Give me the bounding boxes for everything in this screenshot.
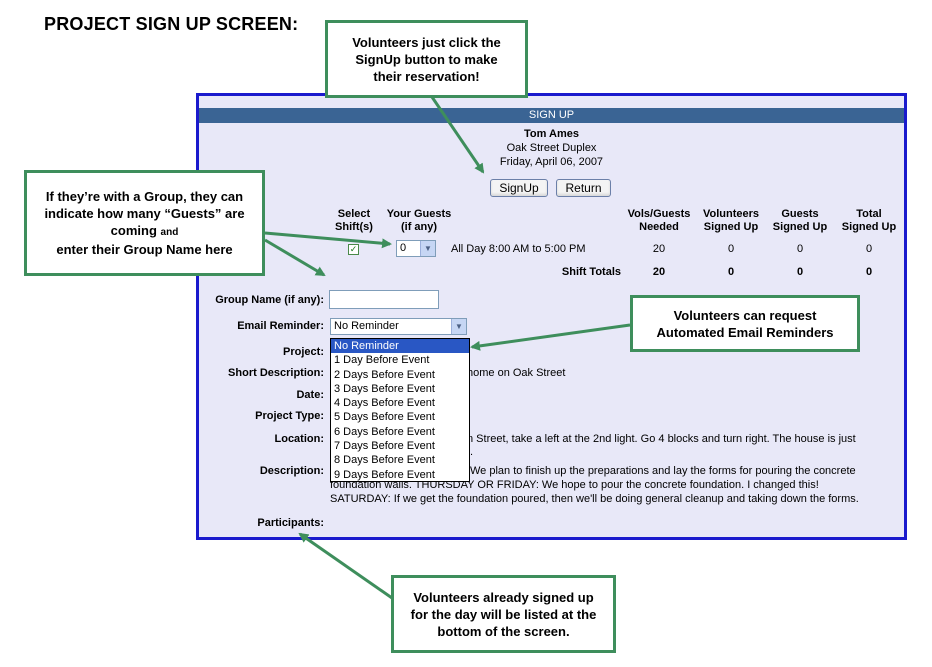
reminder-option[interactable]: No Reminder: [331, 339, 469, 354]
shift-checkbox[interactable]: ✓: [348, 244, 359, 255]
shift-totals-label: Shift Totals: [561, 266, 621, 278]
reminder-option[interactable]: 8 Days Before Event: [334, 454, 435, 467]
reminder-option[interactable]: 9 Days Before Event: [334, 468, 435, 481]
chevron-down-icon: ▼: [451, 319, 466, 334]
shift-total-signed: 0: [865, 243, 873, 255]
reminder-option[interactable]: 3 Days Before Event: [334, 382, 435, 395]
shift-needed: 20: [652, 243, 666, 255]
arrow-to-reminder: [470, 323, 631, 351]
reminder-option[interactable]: 2 Days Before Event: [334, 368, 435, 381]
signup-title-bar: SIGN UP: [199, 108, 904, 123]
date-label: Date:: [296, 389, 324, 401]
return-button[interactable]: Return: [556, 179, 611, 197]
project-name: Oak Street Duplex: [506, 142, 597, 154]
group-name-input[interactable]: [329, 290, 439, 309]
total-signed: 0: [865, 266, 873, 278]
guests-select-value: 0: [400, 242, 407, 254]
email-reminder-value: No Reminder: [334, 320, 399, 332]
guests-select[interactable]: 0 ▼: [396, 240, 436, 257]
reminder-option[interactable]: 1 Day Before Event: [334, 354, 430, 367]
shift-volunteers-signed: 0: [727, 243, 735, 255]
shift-time: All Day 8:00 AM to 5:00 PM: [451, 243, 586, 255]
total-volunteers-signed: 0: [727, 266, 735, 278]
description-line-3: SATURDAY: If we get the foundation poure…: [330, 493, 859, 505]
description-line-2: foundation walls. THURSDAY OR FRIDAY: We…: [330, 479, 819, 491]
short-description-value: home on Oak Street: [467, 367, 566, 379]
email-reminder-options[interactable]: No Reminder 1 Day Before Event 2 Days Be…: [330, 338, 470, 482]
reminder-option[interactable]: 7 Days Before Event: [334, 440, 435, 453]
project-date: Friday, April 06, 2007: [499, 156, 604, 168]
page-heading: PROJECT SIGN UP SCREEN:: [44, 14, 299, 34]
top-strip: [199, 96, 904, 108]
reminder-option[interactable]: 4 Days Before Event: [334, 397, 435, 410]
callout-group-guests: If they’re with a Group, they can indica…: [24, 170, 265, 276]
location-line-2: t.: [467, 446, 474, 458]
total-needed: 20: [652, 266, 666, 278]
callout-participants: Volunteers already signed up for the day…: [391, 575, 616, 653]
participants-label: Participants:: [257, 517, 324, 529]
location-line-1: n Street, take a left at the 2nd light. …: [467, 433, 856, 445]
reminder-option[interactable]: 5 Days Before Event: [334, 411, 435, 424]
shift-guests-signed: 0: [796, 243, 804, 255]
description-label: Description:: [259, 465, 324, 477]
callout-signup: Volunteers just click the SignUp button …: [325, 20, 528, 98]
email-reminder-select[interactable]: No Reminder ▼: [330, 318, 467, 335]
callout-email-reminders: Volunteers can request Automated Email R…: [630, 295, 860, 352]
group-name-label: Group Name (if any):: [215, 294, 324, 306]
header-your-guests: Your Guests(if any): [386, 208, 452, 233]
arrow-to-participants: [298, 532, 393, 600]
email-reminder-label: Email Reminder:: [237, 320, 324, 332]
description-line-1: We plan to finish up the preparations an…: [470, 465, 856, 477]
arrow-to-guests: [264, 231, 392, 249]
reminder-option[interactable]: 6 Days Before Event: [334, 425, 435, 438]
location-label: Location:: [274, 433, 325, 445]
arrow-to-group-name: [264, 238, 326, 277]
short-description-label: Short Description:: [228, 367, 324, 379]
total-guests-signed: 0: [796, 266, 804, 278]
leader-name: Tom Ames: [523, 128, 579, 140]
project-type-label: Project Type:: [255, 410, 324, 422]
signup-button[interactable]: SignUp: [490, 179, 548, 197]
project-label: Project:: [283, 346, 324, 358]
chevron-down-icon: ▼: [420, 241, 435, 256]
arrow-to-signup: [430, 96, 485, 174]
